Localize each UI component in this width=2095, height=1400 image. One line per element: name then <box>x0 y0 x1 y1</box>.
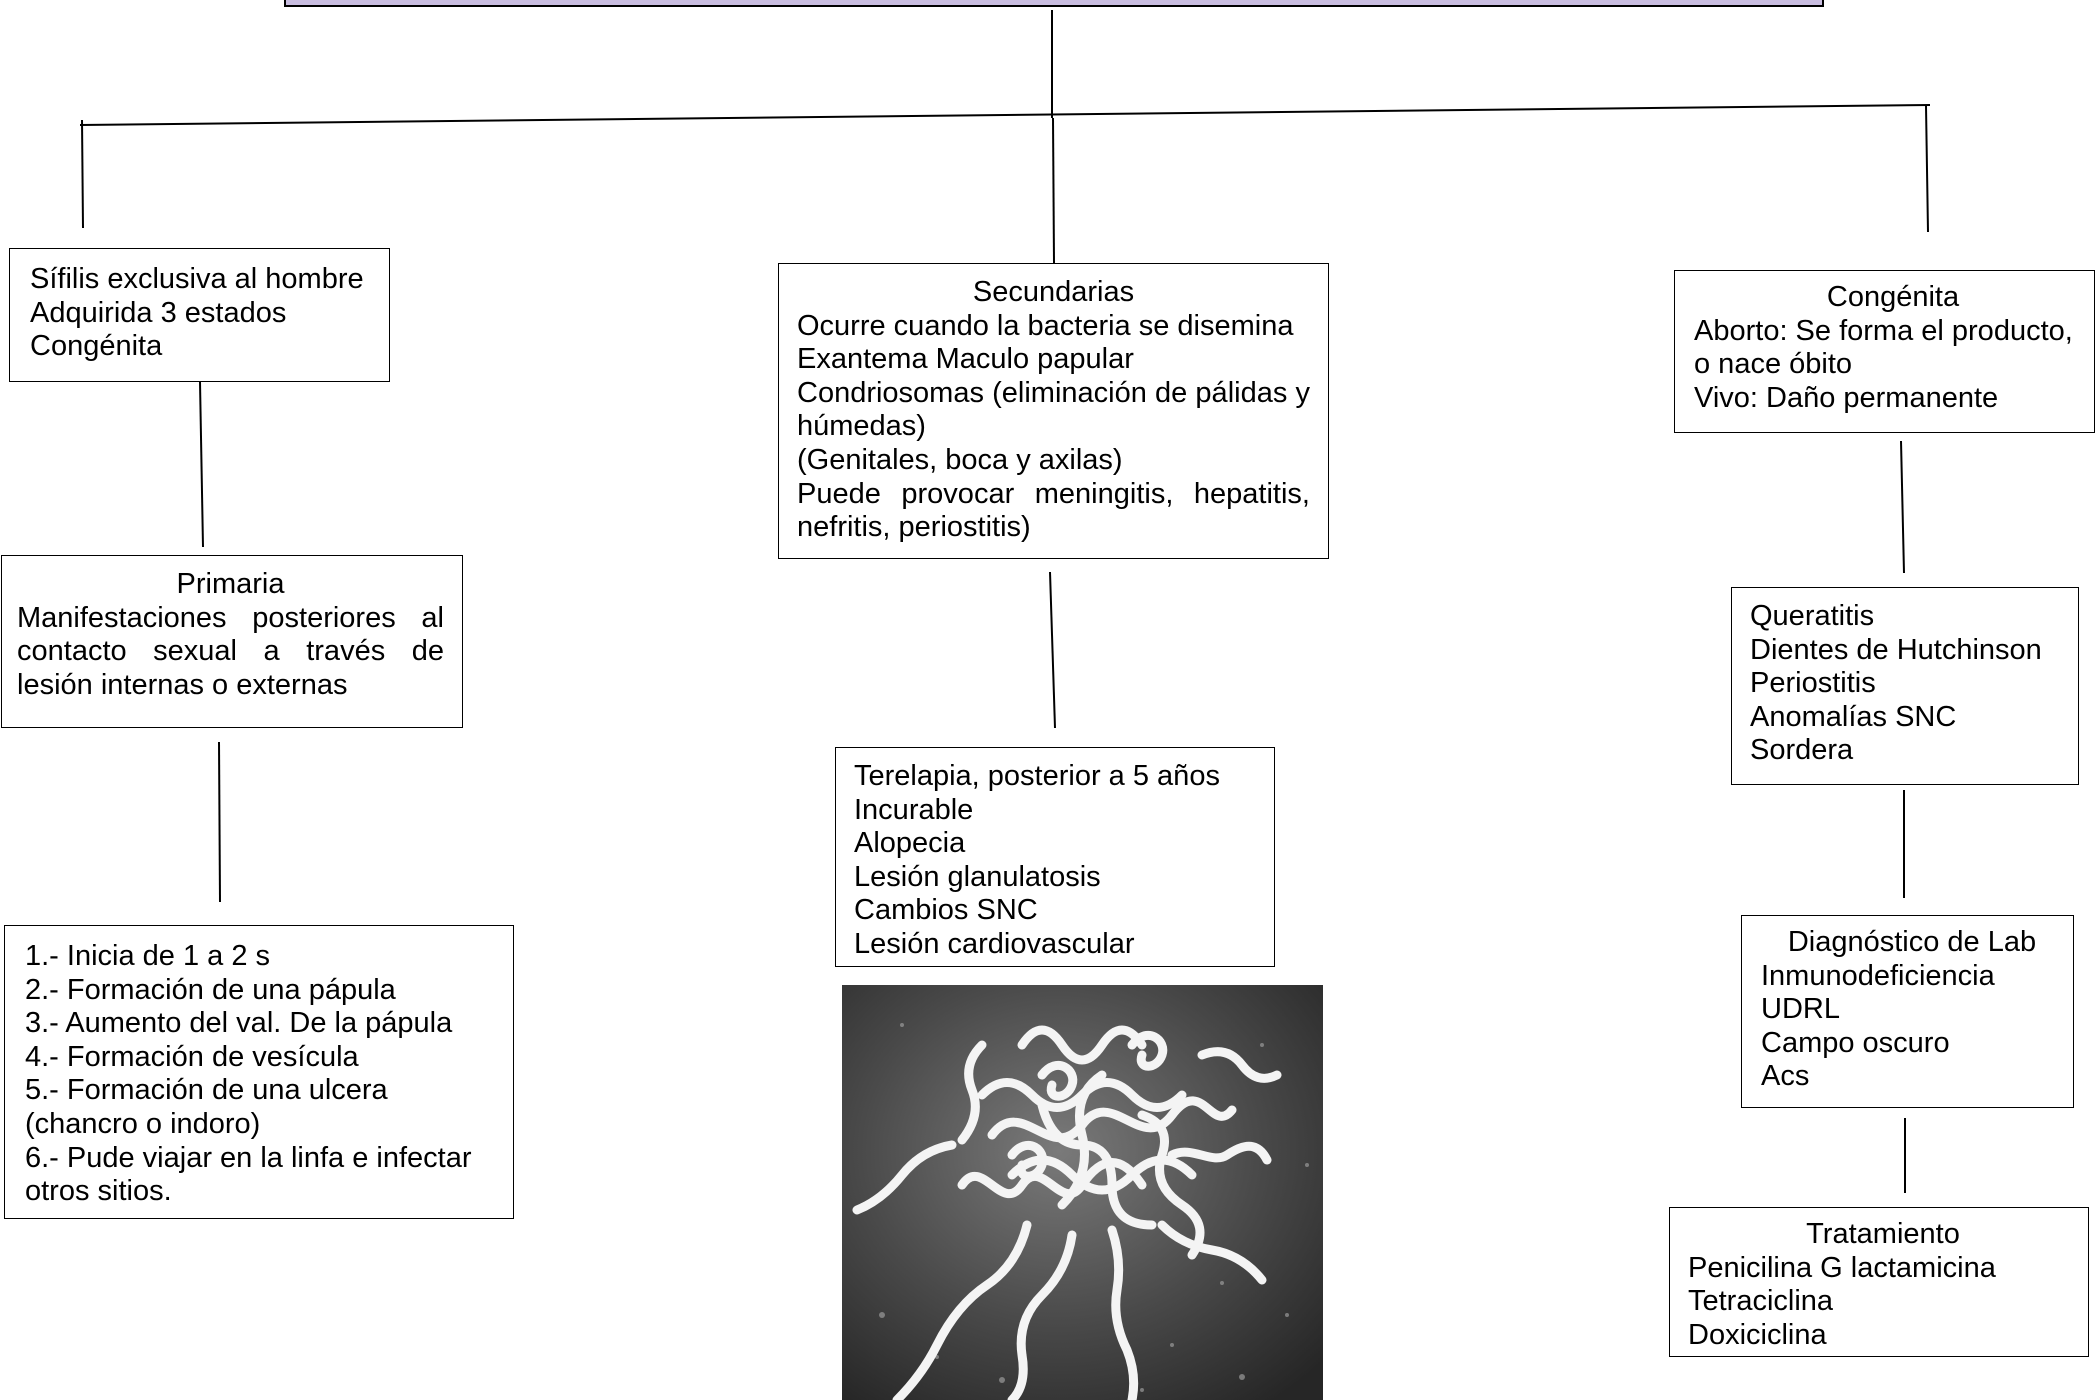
treponema-micrograph-image <box>842 985 1323 1400</box>
tratamiento-box: Tratamiento Penicilina G lactamicina Tet… <box>1669 1207 2089 1357</box>
stage-line: 3.- Aumento del val. De la pápula <box>25 1007 453 1040</box>
primaria-stages-box: 1.- Inicia de 1 a 2 s 2.- Formación de u… <box>4 925 514 1219</box>
sintoma-line: Queratitis <box>1750 600 1875 632</box>
secundarias-para-1: Condriosomas (eliminación de pálidas y h… <box>797 376 1310 443</box>
stage-line: 2.- Formación de una pápula <box>25 973 396 1006</box>
tratamiento-line: Doxiciclina <box>1688 1318 1827 1351</box>
stage-line: otros sitios. <box>25 1175 172 1208</box>
terelapia-line: Incurable <box>854 793 974 826</box>
terelapia-box: Terelapia, posterior a 5 años Incurable … <box>835 747 1275 967</box>
connector-primaria-stages <box>218 741 221 903</box>
sintoma-line: Dientes de Hutchinson <box>1750 633 2042 666</box>
tratamiento-line: Penicilina G lactamicina <box>1688 1251 1996 1284</box>
connector-secundarias-terelapia <box>1049 571 1056 729</box>
diagnostico-line: Campo oscuro <box>1761 1026 1950 1059</box>
secundarias-line-2: Exantema Maculo papular <box>797 343 1134 376</box>
connector-congenita-sintomas <box>1900 440 1905 574</box>
terelapia-line: Terelapia, posterior a 5 años <box>854 760 1220 792</box>
tratamiento-title: Tratamiento <box>1806 1218 1960 1250</box>
terelapia-line: Lesión glanulatosis <box>854 860 1101 893</box>
connector-center-drop <box>1052 117 1055 264</box>
secundarias-line-3: (Genitales, boca y axilas) <box>797 443 1123 476</box>
connector-horizontal <box>79 104 1931 126</box>
root-line-1: Sífilis exclusiva al hombre <box>30 263 364 295</box>
congenita-box: Congénita Aborto: Se forma el producto, … <box>1674 270 2095 433</box>
diagnostico-line: UDRL <box>1761 993 1840 1026</box>
title-bar <box>284 0 1824 7</box>
terelapia-line: Lesión cardiovascular <box>854 927 1135 960</box>
congenita-line-1: Aborto: Se forma el producto, <box>1694 314 2073 347</box>
stage-line: 5.- Formación de una ulcera <box>25 1074 388 1107</box>
root-node-box: Sífilis exclusiva al hombre Adquirida 3 … <box>9 248 390 382</box>
primaria-text: Manifestaciones posteriores al contacto … <box>17 601 444 701</box>
diagnostico-line: Inmunodeficiencia <box>1761 959 1995 992</box>
diagnostico-line: Acs <box>1761 1060 1810 1093</box>
terelapia-line: Cambios SNC <box>854 894 1038 927</box>
stage-line: 4.- Formación de vesícula <box>25 1040 359 1073</box>
primaria-box: Primaria Manifestaciones posteriores al … <box>1 555 463 728</box>
stage-line: 1.- Inicia de 1 a 2 s <box>25 940 271 972</box>
secundarias-line-1: Ocurre cuando la bacteria se disemina <box>797 309 1294 342</box>
sintoma-line: Anomalías SNC <box>1750 700 1957 733</box>
tratamiento-line: Tetraciclina <box>1688 1285 1834 1318</box>
connector-right-drop <box>1925 105 1929 233</box>
connector-left-drop <box>81 119 84 229</box>
congenita-line-3: Vivo: Daño permanente <box>1694 381 1999 414</box>
micrograph-drawing <box>842 985 1323 1400</box>
sintoma-line: Sordera <box>1750 734 1854 767</box>
diagnostico-box: Diagnóstico de Lab Inmunodeficiencia UDR… <box>1741 915 2074 1108</box>
root-line-2: Adquirida 3 estados <box>30 296 287 329</box>
secundarias-para-2: Puede provocar meningitis, hepatitis, ne… <box>797 477 1310 544</box>
connector-root-primaria <box>199 381 204 548</box>
secundarias-box: Secundarias Ocurre cuando la bacteria se… <box>778 263 1329 559</box>
stage-line: 6.- Pude viajar en la linfa e infectar <box>25 1141 472 1174</box>
diagnostico-title: Diagnóstico de Lab <box>1787 926 2037 958</box>
sintoma-line: Periostitis <box>1750 667 1876 700</box>
terelapia-line: Alopecia <box>854 827 966 860</box>
stage-line: (chancro o indoro) <box>25 1107 261 1140</box>
congenita-line-2: o nace óbito <box>1694 348 1853 381</box>
root-line-3: Congénita <box>30 330 163 363</box>
congenita-title: Congénita <box>1826 281 1960 313</box>
secundarias-title: Secundarias <box>972 276 1135 308</box>
sintomas-box: Queratitis Dientes de Hutchinson Periost… <box>1731 587 2079 785</box>
primaria-title: Primaria <box>176 568 285 600</box>
